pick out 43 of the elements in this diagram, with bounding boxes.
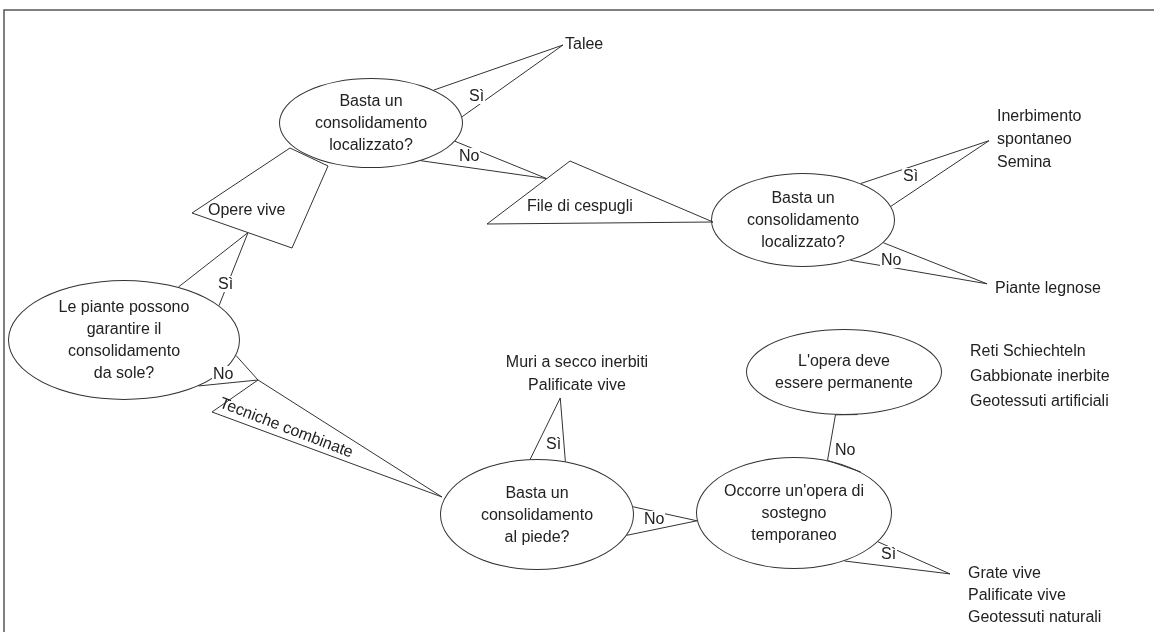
- branch-wedge: [177, 232, 249, 307]
- edge-label: Sì: [468, 88, 486, 104]
- branch-wedge: [433, 44, 564, 118]
- answer-text: Muri a secco inerbiti: [504, 352, 650, 372]
- answer-text: Talee: [565, 34, 605, 54]
- category-triangle: [192, 148, 328, 248]
- answer-text: Grate vive: [968, 563, 1042, 583]
- question-text: Basta un consolidamento al piede?: [479, 482, 595, 547]
- answer-text: Palificate vive: [527, 375, 627, 395]
- edge-label: Sì: [545, 436, 563, 452]
- answer-text: Semina: [997, 152, 1053, 172]
- branch-wedge: [529, 397, 566, 462]
- question-ellipse: [440, 459, 634, 570]
- answer-text: Reti Schiechteln: [970, 341, 1086, 361]
- branch-wedge: [420, 140, 548, 180]
- branch-wedge: [860, 140, 990, 207]
- question-text: Basta un consolidamento localizzato?: [313, 91, 429, 155]
- answer-text: Inerbimento spontaneo: [997, 106, 1083, 149]
- answer-text: Piante legnose: [995, 278, 1102, 298]
- edge-label: No: [834, 442, 857, 458]
- branch-wedge: [843, 541, 951, 575]
- answer-text: Palificate vive: [968, 585, 1067, 605]
- branch-wedge: [626, 506, 698, 536]
- category-text: File di cespugli: [527, 196, 633, 216]
- answer-text: Gabbionate inerbite: [970, 366, 1110, 386]
- category-text: Opere vive: [208, 200, 286, 220]
- answer-text: Geotessuti artificiali: [970, 391, 1109, 411]
- branch-wedge: [198, 355, 259, 387]
- question-text: Occorre un'opera di sostegno temporaneo: [724, 481, 864, 545]
- question-text: Le piante possono garantire il consolidamento da sole?: [57, 297, 191, 383]
- question-text: L'opera deve essere permanente: [774, 351, 914, 393]
- category-triangle: [487, 161, 713, 224]
- question-text: Basta un consolidamento localizzato?: [745, 188, 861, 252]
- edge-label: No: [212, 366, 235, 382]
- edge-label: Sì: [217, 276, 235, 292]
- branch-wedge: [849, 242, 988, 285]
- edge-label: Sì: [902, 168, 920, 184]
- edge-label: No: [643, 511, 666, 527]
- category-triangle: [212, 380, 442, 497]
- edge-label: No: [458, 148, 481, 164]
- edge-label: Sì: [880, 546, 898, 562]
- edge-label: No: [880, 252, 903, 268]
- answer-text: Geotessuti naturali: [968, 607, 1103, 627]
